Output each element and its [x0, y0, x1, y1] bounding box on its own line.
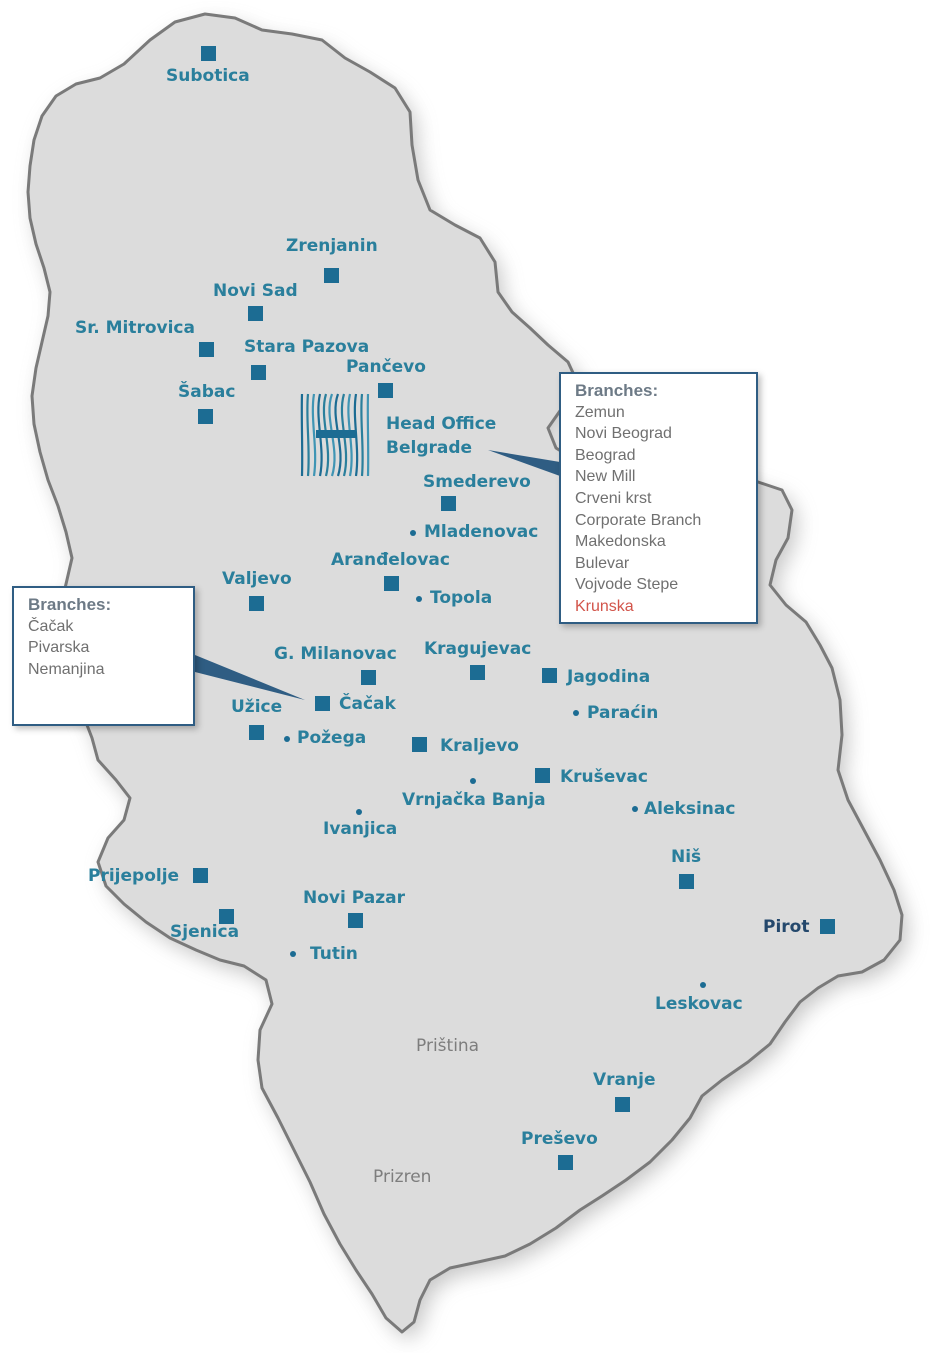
city-label: Pirot: [763, 917, 810, 937]
branch-item: Čačak: [28, 617, 74, 635]
branch-marker: [542, 668, 557, 683]
belgrade-branches-callout: Branches: Zemun Novi Beograd Beograd New…: [559, 372, 758, 624]
branch-marker: [251, 365, 266, 380]
city-label: Prijepolje: [88, 866, 180, 886]
city-label: Novi Pazar: [303, 888, 405, 908]
branch-marker: [632, 806, 638, 812]
callout-title: Branches:: [28, 595, 112, 614]
branch-item: Nemanjina: [28, 660, 105, 678]
city-label: Sr. Mitrovica: [75, 318, 195, 338]
branch-item: Vojvode Stepe: [575, 576, 679, 594]
branch-marker: [249, 596, 264, 611]
branch-marker: [356, 809, 362, 815]
city-label: Smederevo: [423, 472, 531, 492]
city-label: Zrenjanin: [286, 236, 378, 256]
branch-item: New Mill: [575, 468, 636, 486]
city-label: Priština: [416, 1036, 480, 1056]
city-label: Leskovac: [655, 994, 743, 1014]
logo-crossbar: [316, 430, 356, 438]
branch-marker: [199, 342, 214, 357]
city-label: Užice: [231, 697, 283, 717]
city-label: Kruševac: [560, 767, 648, 787]
branch-item-highlighted: Krunska: [575, 597, 634, 615]
branch-item: Bulevar: [575, 554, 630, 572]
branch-marker: [378, 383, 393, 398]
branch-marker: [290, 951, 296, 957]
city-label: Mladenovac: [424, 522, 539, 542]
branch-marker: [248, 306, 263, 321]
head-office-label: Head Office: [386, 414, 497, 434]
branch-marker: [412, 737, 427, 752]
city-label: Aranđelovac: [331, 550, 450, 570]
branch-marker: [820, 919, 835, 934]
cacak-branches-callout: Branches: Čačak Pivarska Nemanjina: [12, 586, 195, 726]
city-label: Subotica: [166, 66, 250, 86]
city-label: Tutin: [310, 944, 358, 964]
city-label: Topola: [430, 588, 493, 608]
branch-marker: [573, 710, 579, 716]
city-label: Kragujevac: [424, 639, 532, 659]
city-label: Paraćin: [587, 703, 659, 723]
city-label: Valjevo: [222, 569, 292, 589]
branch-marker: [384, 576, 399, 591]
logo-stroke: [306, 393, 310, 477]
city-label: Stara Pazova: [244, 337, 370, 357]
branch-marker: [470, 665, 485, 680]
city-label: Pančevo: [346, 357, 426, 377]
city-label: Šabac: [178, 382, 236, 402]
belgrade-callout-pointer: [488, 450, 560, 476]
branch-marker: [249, 725, 264, 740]
city-label: Preševo: [521, 1129, 598, 1149]
city-label: Jagodina: [567, 667, 651, 687]
branch-marker: [470, 778, 476, 784]
branch-item: Beograd: [575, 446, 636, 464]
city-label: Aleksinac: [644, 799, 736, 819]
city-label: Sjenica: [170, 922, 240, 942]
city-label: Prizren: [373, 1167, 432, 1187]
branch-marker: [558, 1155, 573, 1170]
branch-marker: [679, 874, 694, 889]
callout-title: Branches:: [575, 381, 659, 400]
branch-marker: [700, 982, 706, 988]
logo-stroke: [311, 393, 317, 477]
branch-marker: [284, 736, 290, 742]
branch-item: Zemun: [575, 403, 625, 421]
cacak-callout-pointer: [195, 655, 305, 700]
branch-item: Crveni krst: [575, 489, 652, 507]
branch-item: Corporate Branch: [575, 511, 702, 529]
city-label: Niš: [671, 847, 702, 867]
branch-marker: [441, 496, 456, 511]
city-label: Vranje: [593, 1070, 656, 1090]
city-label: Požega: [297, 728, 367, 748]
city-label: Čačak: [339, 694, 396, 714]
branch-marker: [198, 409, 213, 424]
head-office-city-label: Belgrade: [386, 438, 473, 458]
branch-marker: [201, 46, 216, 61]
city-label: Ivanjica: [323, 819, 398, 839]
hypo-logo-icon: [300, 393, 370, 477]
branch-marker: [416, 596, 422, 602]
city-label: Vrnjačka Banja: [402, 790, 546, 810]
branch-marker: [219, 909, 234, 924]
city-label: Novi Sad: [213, 281, 298, 301]
branch-marker: [410, 530, 416, 536]
branch-item: Makedonska: [575, 533, 666, 551]
branch-item: Pivarska: [28, 639, 90, 657]
branch-marker: [615, 1097, 630, 1112]
branch-marker: [535, 768, 550, 783]
branch-marker: [315, 696, 330, 711]
branch-marker: [348, 913, 363, 928]
branch-marker: [361, 670, 376, 685]
city-label: G. Milanovac: [274, 644, 397, 664]
branch-marker: [193, 868, 208, 883]
branch-marker: [324, 268, 339, 283]
branch-item: Novi Beograd: [575, 425, 672, 443]
logo-stroke: [360, 393, 364, 477]
city-label: Kraljevo: [440, 736, 519, 756]
